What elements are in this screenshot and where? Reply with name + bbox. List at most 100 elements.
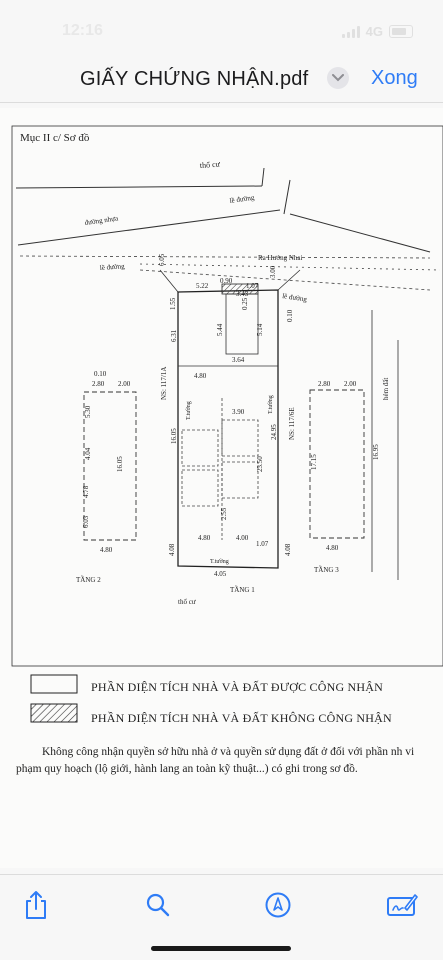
- road-line: [17, 209, 281, 246]
- signal-icon: [341, 25, 360, 38]
- dimension-label: 6.03: [82, 515, 90, 528]
- map-label: NS: 117/1A: [160, 367, 168, 400]
- status-icons: 4G: [341, 24, 413, 39]
- map-label: lề đường: [282, 292, 308, 303]
- map-label: đường nhựa: [84, 214, 119, 227]
- room-box: [181, 429, 219, 467]
- legend-box-recognized: [30, 674, 78, 694]
- dimension-label: 23.50: [256, 456, 264, 472]
- road-line: [139, 269, 431, 291]
- battery-icon: [389, 25, 413, 38]
- dimension-label: 3.43: [236, 290, 249, 298]
- signature-button[interactable]: [386, 889, 418, 921]
- dimension-label: 4.05: [214, 570, 227, 578]
- lot-line: [277, 269, 301, 291]
- share-button[interactable]: [20, 889, 52, 921]
- dimension-label: 24.95: [270, 424, 278, 440]
- bottom-toolbar: [0, 875, 443, 960]
- home-indicator[interactable]: [151, 946, 291, 951]
- dimension-label: 4.80: [326, 544, 339, 552]
- dimension-label: 17.15: [310, 454, 318, 470]
- road-line: [283, 179, 291, 215]
- drawing-frame: [11, 125, 443, 667]
- document-title[interactable]: GIẤY CHỨNG NHẬN.pdf: [80, 68, 309, 90]
- dimension-label: 4.78: [82, 485, 90, 498]
- share-icon: [26, 891, 46, 919]
- dimension-label: 4.80: [194, 372, 207, 380]
- dimension-label: 4.08: [284, 543, 292, 556]
- document-note: Không công nhận quyền sở hữu nhà ở và qu…: [16, 746, 415, 775]
- dimension-label: 4.08: [168, 543, 176, 556]
- dimension-label: 6.31: [170, 329, 178, 342]
- dimension-label: 6.05: [158, 253, 166, 266]
- floor-plan-right: [309, 389, 365, 539]
- status-time: 12:16: [62, 22, 103, 39]
- dimension-label: 0.10: [286, 309, 294, 322]
- room-label: T.tường: [186, 401, 192, 420]
- dimension-label: 16.05: [116, 456, 124, 472]
- nav-separator: [0, 102, 443, 103]
- dimension-label: 16.05: [170, 428, 178, 444]
- floor-label: TẦNG 2: [76, 576, 101, 584]
- legend-box-not-recognized: [30, 703, 78, 723]
- floor-plan-left: [83, 391, 137, 541]
- road-line: [139, 263, 441, 271]
- done-button[interactable]: Xong: [371, 67, 418, 89]
- dimension-label: 4.80: [198, 534, 211, 542]
- site-plan-drawing: thổ cư lề đường đường nhựa lề đường Ra H…: [11, 125, 443, 667]
- map-label: Ra Hướng Nhai: [258, 254, 302, 262]
- dimension-label: 16.95: [372, 444, 380, 460]
- dimension-label: 5.14: [256, 323, 264, 336]
- map-label: hẻm đất: [382, 378, 390, 400]
- room-box: [181, 469, 219, 507]
- road-line: [15, 185, 263, 189]
- status-bar: 12:16 4G: [0, 0, 443, 60]
- dimension-label: 5.22: [196, 282, 209, 290]
- road-line: [261, 167, 265, 187]
- section-label: Mục II c/ Sơ đồ: [20, 132, 90, 144]
- dimension-label: 0.10: [94, 370, 107, 378]
- dimension-label: 5.44: [216, 323, 224, 336]
- dimension-label: 2.00: [118, 380, 131, 388]
- dimension-label: 1.07: [246, 282, 259, 290]
- legend-not-recognized-label: PHẦN DIỆN TÍCH NHÀ VÀ ĐẤT KHÔNG CÔNG NHẬ…: [91, 711, 392, 725]
- lot-line: [159, 269, 179, 293]
- dimension-label: 4.04: [84, 447, 92, 460]
- dimension-label: 1.55: [169, 297, 177, 310]
- chevron-down-icon: [332, 74, 344, 82]
- network-label: 4G: [365, 24, 383, 39]
- dimension-label: 0.90: [220, 277, 233, 285]
- dimension-label: 5.30: [84, 405, 92, 418]
- dimension-label: 3.64: [232, 356, 245, 364]
- dimension-label: 2.00: [344, 380, 357, 388]
- map-label: lề đường: [229, 194, 255, 205]
- stair-box: [225, 293, 259, 355]
- room-label: T.tường: [268, 395, 274, 414]
- dimension-label: 2.80: [318, 380, 331, 388]
- markup-icon: [265, 892, 291, 918]
- dimension-label: 4.00: [236, 534, 249, 542]
- floor-label: TẦNG 1: [230, 586, 255, 594]
- signature-icon: [387, 894, 418, 916]
- room-label: T.tường: [210, 559, 229, 565]
- dimension-label: 3.90: [232, 408, 245, 416]
- title-menu-button[interactable]: [327, 67, 349, 89]
- search-button[interactable]: [142, 889, 174, 921]
- markup-button[interactable]: [262, 889, 294, 921]
- map-label: lề đường: [100, 262, 126, 272]
- map-label: NS: 117/6E: [288, 407, 296, 440]
- map-label: thổ cư: [178, 598, 196, 606]
- legend-recognized-label: PHẦN DIỆN TÍCH NHÀ VÀ ĐẤT ĐƯỢC CÔNG NHẬN: [91, 680, 383, 694]
- dimension-label: 0.25: [241, 297, 249, 310]
- dimension-label: 1.07: [256, 540, 269, 548]
- floor-label: TẦNG 3: [314, 566, 339, 574]
- room-box: [221, 419, 259, 457]
- room-box: [221, 461, 259, 499]
- dimension-label: 4.80: [100, 546, 113, 554]
- dimension-label: 2.80: [92, 380, 105, 388]
- road-line: [289, 213, 431, 253]
- toolbar-separator: [0, 874, 443, 875]
- dimension-label: 3.00: [269, 265, 277, 278]
- pdf-page[interactable]: [0, 108, 443, 868]
- map-label: thổ cư: [200, 160, 221, 170]
